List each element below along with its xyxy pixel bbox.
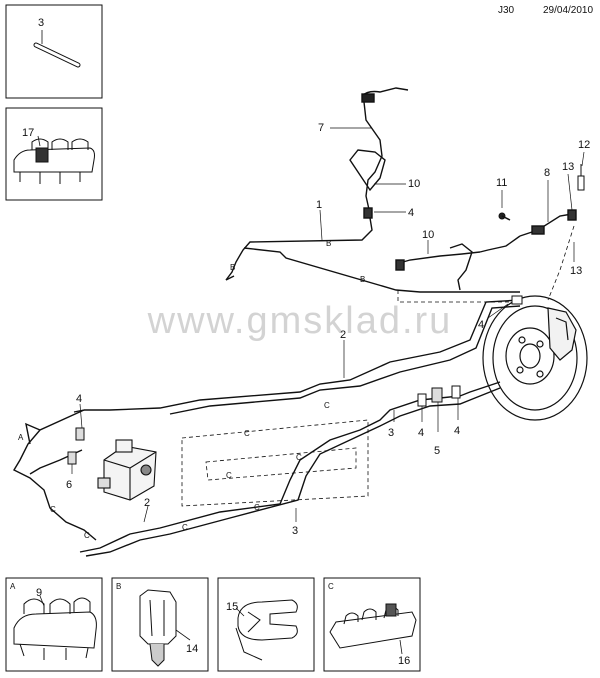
line-label-c-5: C: [254, 503, 260, 512]
callout-14: 14: [186, 643, 198, 655]
brake-hose-7: [349, 87, 409, 219]
callout-11: 11: [496, 177, 507, 189]
line-label-a: A: [18, 433, 24, 442]
bolt-11: [498, 212, 511, 221]
dashed-clip-lines-c: [181, 419, 369, 507]
callout-4-mid-b: 4: [454, 425, 460, 437]
brake-line-1: [225, 217, 520, 293]
line-label-c-6: C: [182, 523, 188, 532]
inset-box-17: [5, 107, 103, 201]
callout-7: 7: [318, 122, 324, 134]
abs-modulator: [97, 439, 157, 501]
dashed-clip-lines-b: [397, 225, 575, 303]
box-label-a: A: [10, 582, 16, 591]
line-label-c-4: C: [226, 471, 232, 480]
callout-12: 12: [578, 139, 590, 151]
brake-hose-10: [395, 243, 481, 291]
callout-8: 8: [544, 167, 550, 179]
callout-2-upper: 2: [340, 329, 346, 341]
callout-6: 6: [66, 479, 72, 491]
line-label-b-2: B: [326, 239, 331, 248]
box-label-b: B: [116, 582, 121, 591]
inset-box-3: [5, 4, 103, 99]
brake-line-3: [79, 381, 501, 553]
watermark: www.gmsklad.ru: [147, 300, 453, 342]
couplers: [67, 295, 523, 465]
callout-3-lower: 3: [292, 525, 298, 537]
line-label-b-3: B: [360, 275, 365, 284]
brake-line-2b: [169, 305, 521, 415]
box-label-c: C: [328, 582, 334, 591]
callout-15: 15: [226, 601, 238, 613]
callout-2-lower: 2: [144, 497, 150, 509]
diagram-date: 29/04/2010: [543, 5, 594, 16]
callout-13-upper: 13: [562, 161, 574, 173]
leader-lines: [71, 127, 585, 523]
callout-4-disc: 4: [478, 319, 484, 331]
callout-3-mid: 3: [388, 427, 394, 439]
inset-box-clip-a: [5, 577, 103, 672]
callout-4-mid-a: 4: [418, 427, 424, 439]
callout-13-lower: 13: [570, 265, 582, 277]
callout-5: 5: [434, 445, 440, 457]
callout-4-left: 4: [76, 393, 82, 405]
callout-1: 1: [316, 199, 322, 211]
callout-4-upper: 4: [408, 207, 414, 219]
inset-box-clip-b: [111, 577, 209, 672]
brake-disc: [482, 295, 588, 421]
line-label-b-1: B: [230, 263, 235, 272]
diagram-code: J30: [498, 5, 515, 16]
brake-line-8: [479, 209, 577, 253]
fitting-12: [577, 164, 585, 191]
callout-9: 9: [36, 587, 42, 599]
callout-17: 17: [22, 127, 34, 139]
callout-10-upper: 10: [408, 178, 420, 190]
line-label-c-7: C: [84, 531, 90, 540]
callout-16: 16: [398, 655, 410, 667]
callout-10-lower: 10: [422, 229, 434, 241]
line-label-c-2: C: [244, 429, 250, 438]
inset-box-15: [217, 577, 315, 672]
inset-box-clip-c: [323, 577, 421, 672]
callout-3-inset: 3: [38, 17, 44, 29]
line-label-c-8: C: [50, 505, 56, 514]
brake-line-3b: [85, 387, 501, 557]
line-label-c-3: C: [296, 453, 302, 462]
line-label-c-1: C: [324, 401, 330, 410]
